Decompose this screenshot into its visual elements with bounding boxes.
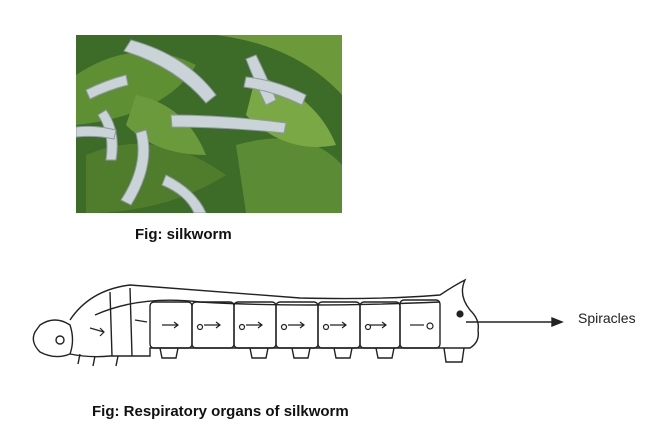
prolegs [159, 347, 465, 363]
eye [55, 335, 65, 345]
silkworms [76, 39, 307, 213]
thorax-segment-lines [109, 287, 133, 357]
body-top-outline [69, 278, 480, 331]
silkworm-respiratory-diagram [32, 278, 564, 367]
body-bottom-outline [69, 329, 480, 358]
figure-caption-respiratory: Fig: Respiratory organs of silkworm [92, 403, 349, 420]
figure-caption-silkworm: Fig: silkworm [135, 226, 232, 243]
dorsal-line [94, 299, 441, 316]
thoracic-legs [77, 353, 119, 367]
spiracle-pointer-arrowhead [551, 316, 564, 328]
spiracles-label: Spiracles [578, 310, 636, 326]
silkworm-photo [76, 35, 342, 213]
spiracle-marks [89, 310, 464, 337]
head-outline [32, 319, 74, 358]
segment-7 [399, 299, 441, 349]
